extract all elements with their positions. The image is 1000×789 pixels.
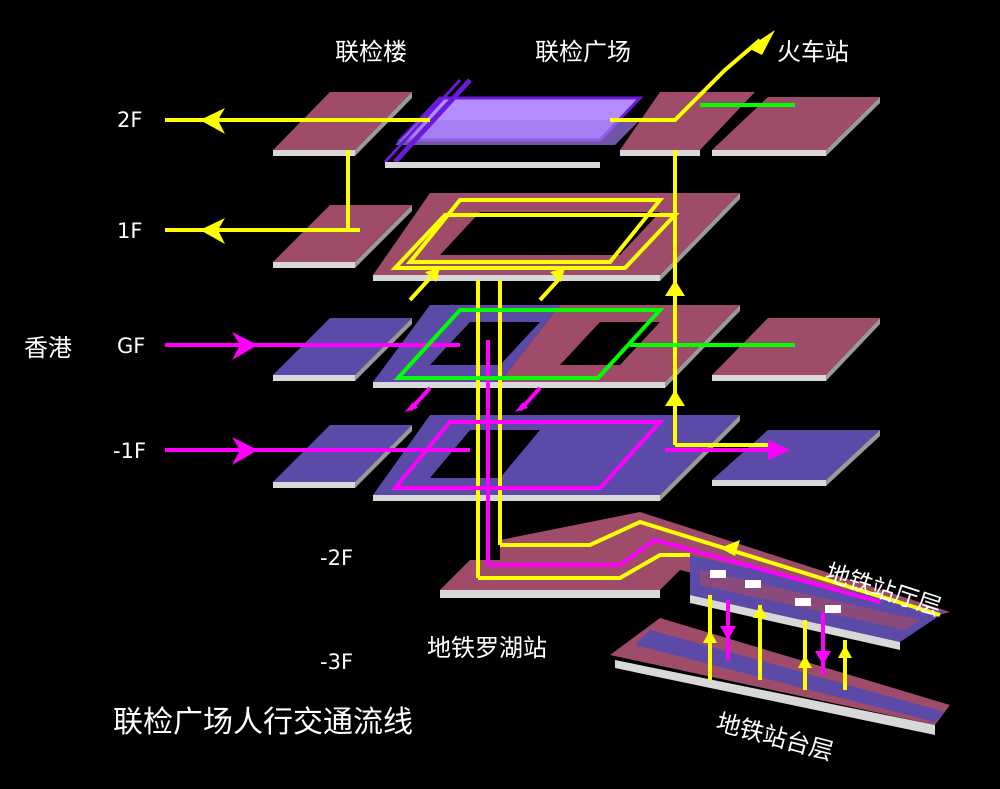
floor-label-1f: 1F [117,219,143,243]
yellow-arrows [200,30,852,668]
building-label-train-station: 火车站 [777,38,849,66]
floor-label-b2: -2F [320,546,354,570]
plaza-2f-walkway [383,78,644,168]
building-label-plaza: 联检广场 [535,38,631,66]
region-label-hongkong: 香港 [24,334,72,362]
green-flow-lines [393,103,795,380]
building-label-joint-inspection: 联检楼 [335,38,407,66]
flow-train-station [610,38,762,122]
metro-station-label: 地铁罗湖站 [427,634,547,662]
floor-label-gf: GF [117,334,146,358]
floor-b3-platform [610,618,950,735]
magenta-flow-lines [165,340,881,675]
magenta-arrows [232,332,831,665]
floor-b2-concourse [440,512,950,650]
diagram-title: 联检广场人行交通流线 [113,705,413,740]
floor-label-b1: -1F [113,439,147,463]
yellow-flow-lines [165,38,941,690]
floor-label-2f: 2F [117,108,143,132]
floor-label-b3: -3F [320,650,354,674]
